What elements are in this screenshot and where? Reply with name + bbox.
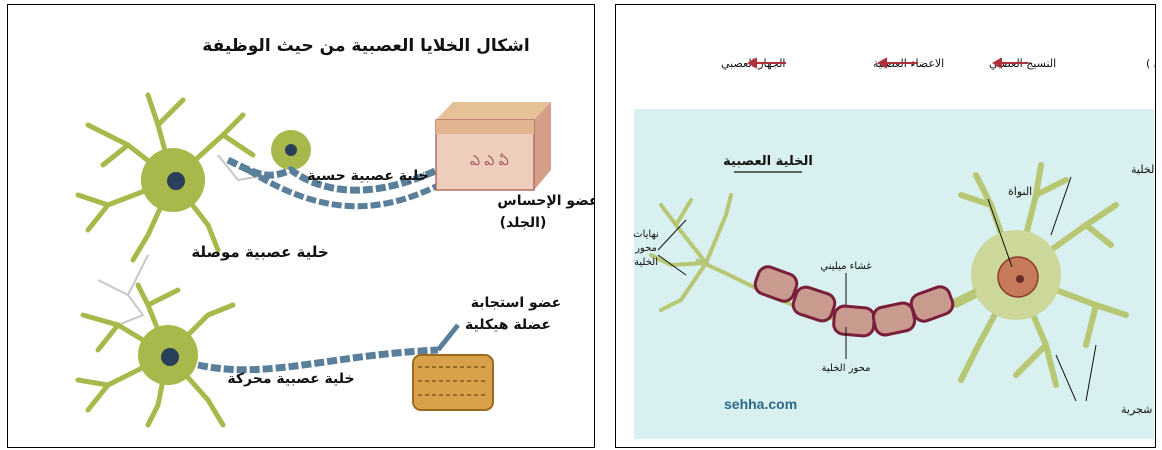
label-connector-cell: خلية عصبية موصلة bbox=[191, 243, 328, 261]
muscle-bundle bbox=[413, 355, 493, 410]
skin-block: ఎ ఎ ఏ bbox=[436, 102, 551, 190]
neuron-nucleolus bbox=[1016, 275, 1024, 283]
label-sensory-cell: خلية عصبية حسية bbox=[307, 168, 429, 184]
right-diagram-svg: الخلية العصبية (العصبون ) النسيج العصبي … bbox=[616, 5, 1156, 448]
label-cell-body: جسم الخلية bbox=[1131, 163, 1156, 176]
label-axon-endings-3: الخلية bbox=[634, 257, 658, 268]
label-response-organ: عضو استجابة bbox=[471, 295, 561, 311]
connector-nucleus bbox=[167, 172, 185, 190]
label-axon-endings-1: نهايات bbox=[633, 229, 659, 240]
hierarchy-row: الخلية العصبية (العصبون ) النسيج العصبي … bbox=[721, 57, 1156, 70]
label-skeletal-muscle: عضلة هيكلية bbox=[465, 317, 551, 333]
label-sense-organ: عضو الإحساس bbox=[497, 193, 595, 209]
left-diagram-panel: اشكال الخلايا العصبية من حيث الوظيفة bbox=[7, 4, 595, 448]
motor-nucleus bbox=[161, 348, 179, 366]
motor-axon bbox=[198, 350, 438, 370]
label-axon-endings-2: محور bbox=[634, 243, 657, 254]
left-title: اشكال الخلايا العصبية من حيث الوظيفة bbox=[202, 36, 529, 56]
sensory-nucleus bbox=[285, 144, 297, 156]
watermark: sehha.com bbox=[724, 396, 797, 412]
label-nucleus: النواة bbox=[1008, 185, 1032, 198]
label-axon: محور الخلية bbox=[822, 363, 871, 374]
label-dendrites: تفرعات شجرية bbox=[1121, 403, 1156, 416]
right-diagram-panel: الخلية العصبية (العصبون ) النسيج العصبي … bbox=[615, 4, 1156, 448]
svg-text:ఎ ఎ ఏ: ఎ ఎ ఏ bbox=[470, 153, 509, 169]
left-diagram-svg: اشكال الخلايا العصبية من حيث الوظيفة bbox=[8, 5, 595, 448]
label-myelin: غشاء ميليني bbox=[820, 261, 871, 272]
hierarchy-item-1: الخلية العصبية (العصبون ) bbox=[1146, 57, 1156, 70]
diagram-background bbox=[634, 109, 1154, 439]
label-motor-cell: خلية عصبية محركة bbox=[227, 371, 354, 387]
right-title: الخلية العصبية bbox=[723, 154, 813, 169]
label-skin: (الجلد) bbox=[500, 215, 547, 231]
motor-axon-branch bbox=[438, 325, 458, 350]
